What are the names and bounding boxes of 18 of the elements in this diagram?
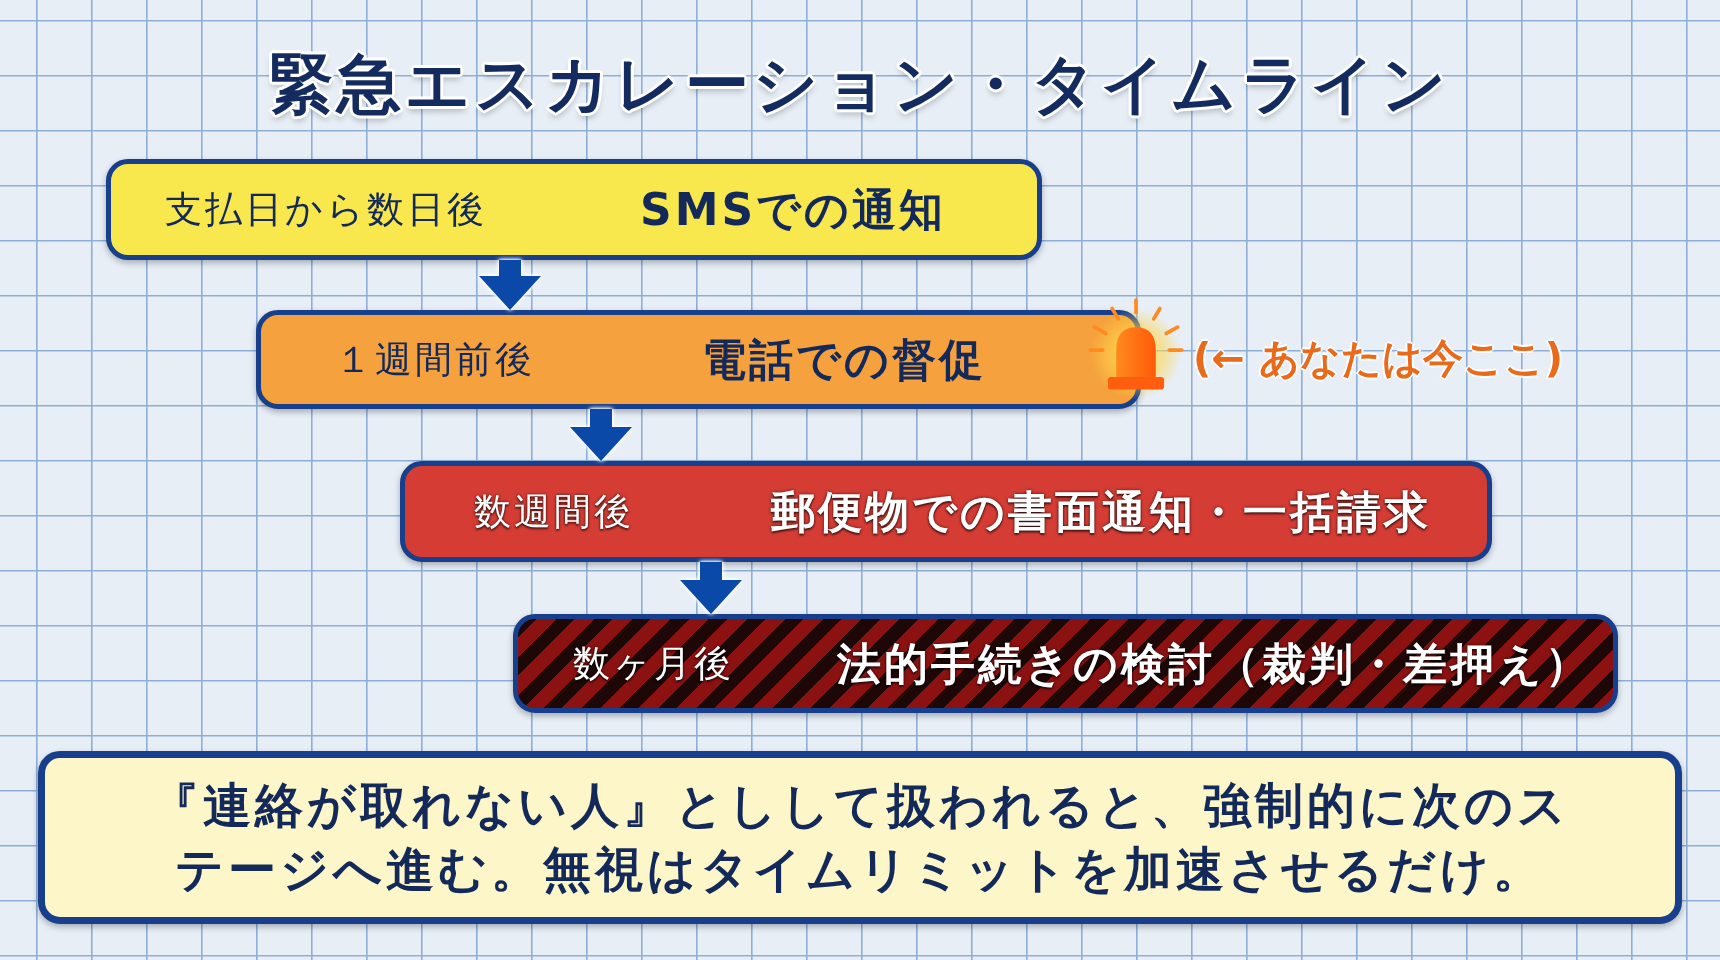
arrow: [570, 409, 632, 461]
warning-note-text: 『連絡が取れない人』としして扱われると、強制的に次のステージへ進む。無視はタイムリミットを加速させるだけ。: [149, 776, 1571, 899]
stage-label: 電話での督促: [702, 334, 986, 385]
stage-label: 郵便物での書面通知・一括請求: [771, 486, 1431, 537]
stage-box: [513, 614, 1618, 713]
stage-label: SMSでの通知: [640, 184, 947, 235]
stage-label: 法的手続きの検討（裁判・差押え）: [837, 638, 1592, 689]
stage-box: [400, 461, 1492, 562]
you-are-here-label: (← あなたは今ここ): [1193, 334, 1563, 382]
timing-label: 支払日から数日後: [165, 188, 487, 231]
arrow: [479, 260, 541, 310]
timing-label: 数ヶ月後: [573, 642, 734, 685]
arrow: [680, 562, 742, 614]
timing-label: 数週間後: [474, 490, 634, 533]
title: 緊急エスカレーション・タイムライン: [269, 46, 1451, 123]
note-box: [38, 751, 1682, 924]
stage-box: [106, 159, 1042, 260]
timing-label: １週間前後: [335, 338, 535, 381]
